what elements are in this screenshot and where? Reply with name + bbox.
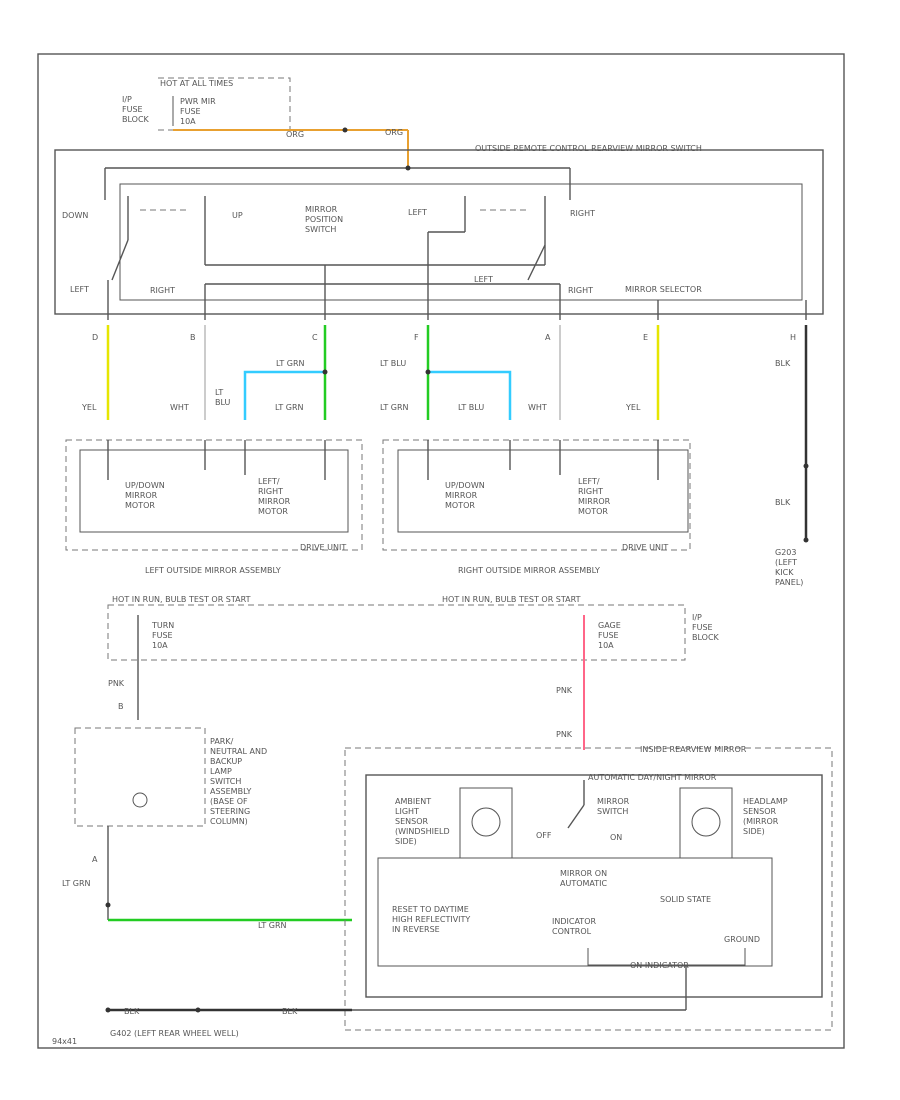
left-selector-label: LEFT <box>70 285 89 294</box>
right-top-label: RIGHT <box>570 209 595 218</box>
blk-label-right-2: BLK <box>775 498 791 507</box>
diagram-code: 94x41 <box>52 1037 77 1046</box>
pin-a2-label: A <box>92 855 98 864</box>
left-assembly-label: LEFT OUTSIDE MIRROR ASSEMBLY <box>145 566 281 575</box>
yel-label-left: YEL <box>81 403 97 412</box>
pnk-label-right-2: PNK <box>556 730 573 739</box>
right-selector-label-2: RIGHT <box>568 286 593 295</box>
right-assembly-label: RIGHT OUTSIDE MIRROR ASSEMBLY <box>458 566 600 575</box>
ground-label: GROUND <box>724 935 760 944</box>
hot-run-left-label: HOT IN RUN, BULB TEST OR START <box>112 595 251 604</box>
lt-blu-label-right-2: LT BLU <box>458 403 484 412</box>
g402-label: G402 (LEFT REAR WHEEL WELL) <box>110 1029 239 1038</box>
yel-label-right: YEL <box>625 403 641 412</box>
pin-c: C <box>312 333 318 342</box>
right-selector-label: RIGHT <box>150 286 175 295</box>
lt-grn-label-right: LT GRN <box>380 403 409 412</box>
pin-b-label-2: B <box>118 702 124 711</box>
pin-d: D <box>92 333 98 342</box>
off-label: OFF <box>536 831 552 840</box>
org-label-2: ORG <box>385 128 403 137</box>
switch-title: OUTSIDE REMOTE CONTROL REARVIEW MIRROR S… <box>475 144 702 153</box>
inside-mirror-label: INSIDE REARVIEW MIRROR <box>640 745 747 754</box>
org-label-1: ORG <box>286 130 304 139</box>
lt-grn-bottom-label-2: LT GRN <box>258 921 287 930</box>
lt-grn-label-left: LT GRN <box>275 403 304 412</box>
on-label: ON <box>610 833 622 842</box>
left-selector-label-2: LEFT <box>474 275 493 284</box>
wires <box>106 325 809 543</box>
lt-blu-label-right: LT BLU <box>380 359 406 368</box>
wht-label-right: WHT <box>528 403 547 412</box>
up-label: UP <box>232 211 243 220</box>
outside-mirror-switch: OUTSIDE REMOTE CONTROL REARVIEW MIRROR S… <box>54 144 824 320</box>
blk-bottom-label-1: BLK <box>124 1007 140 1016</box>
wht-label-left: WHT <box>170 403 189 412</box>
solid-state-label: SOLID STATE <box>660 895 711 904</box>
pin-h: H <box>790 333 796 342</box>
lt-grn-bottom-label: LT GRN <box>62 879 91 888</box>
ground-g402: BLK BLK G402 (LEFT REAR WHEEL WELL) <box>105 1007 352 1038</box>
pin-a: A <box>545 333 551 342</box>
left-top-label: LEFT <box>408 208 427 217</box>
mirror-selector-label: MIRROR SELECTOR <box>625 285 702 294</box>
hot-run-right-label: HOT IN RUN, BULB TEST OR START <box>442 595 581 604</box>
down-label: DOWN <box>62 211 88 220</box>
pnk-label-right-1: PNK <box>556 686 573 695</box>
lt-blu-wire-left <box>243 370 325 420</box>
ip-fuse-block-bottom: HOT IN RUN, BULB TEST OR START HOT IN RU… <box>107 595 720 750</box>
pin-e: E <box>643 333 648 342</box>
pnk-label-left: PNK <box>108 679 125 688</box>
on-indicator-label: ON INDICATOR <box>630 961 689 970</box>
switch-pins: D B C F A E H <box>92 333 796 342</box>
drive-unit-left-label: DRIVE UNIT <box>300 543 346 552</box>
blk-label-right: BLK <box>775 359 791 368</box>
lt-grn-top-label: LT GRN <box>276 359 305 368</box>
pin-f: F <box>414 333 419 342</box>
pin-b: B <box>190 333 196 342</box>
drive-unit-right-label: DRIVE UNIT <box>622 543 668 552</box>
diagram-frame <box>37 53 845 1049</box>
blk-bottom-label-2: BLK <box>282 1007 298 1016</box>
inside-rearview-mirror: INSIDE REARVIEW MIRROR AUTOMATIC DAY/NIG… <box>344 745 833 1031</box>
hot-at-all-times-label: HOT AT ALL TIMES <box>160 79 233 88</box>
lt-blu-wire-right <box>428 370 512 420</box>
auto-mirror-label: AUTOMATIC DAY/NIGHT MIRROR <box>588 773 717 782</box>
